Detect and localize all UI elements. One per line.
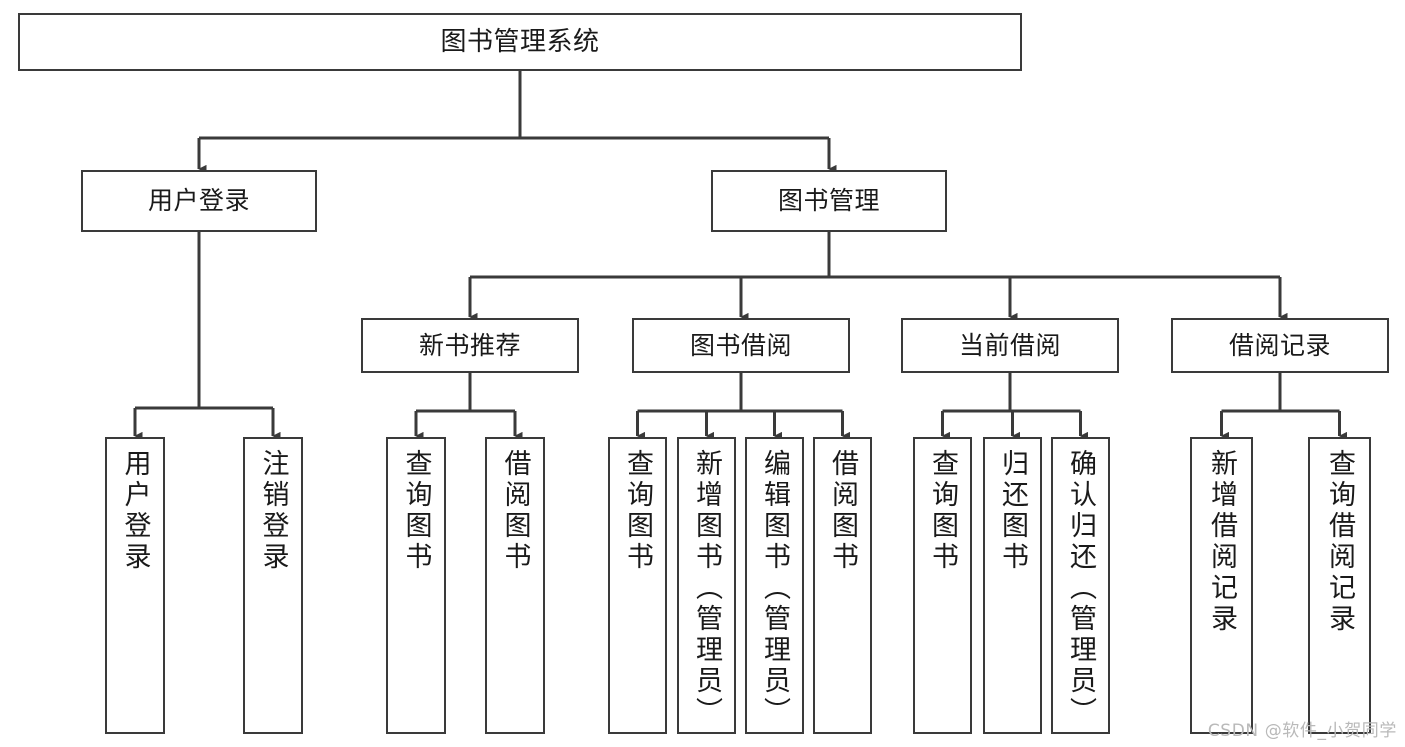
- node-label: 编辑图书（管理员）: [759, 449, 790, 728]
- node-label: 新增借阅记录: [1206, 449, 1237, 635]
- leaf-return-book[interactable]: 归还图书: [983, 437, 1042, 734]
- leaf-add-record[interactable]: 新增借阅记录: [1190, 437, 1253, 734]
- node-label: 查询图书: [400, 449, 432, 573]
- node-label: 查询图书: [927, 449, 958, 573]
- leaf-confirm-return[interactable]: 确认归还（管理员）: [1051, 437, 1110, 734]
- leaf-query-book-2[interactable]: 查询图书: [608, 437, 667, 734]
- node-new-book-rec[interactable]: 新书推荐: [361, 318, 579, 373]
- node-label: 图书借阅: [689, 330, 792, 360]
- leaf-user-logout[interactable]: 注销登录: [243, 437, 303, 734]
- node-label: 当前借阅: [958, 330, 1061, 360]
- leaf-borrow-book-2[interactable]: 借阅图书: [813, 437, 872, 734]
- node-label: 用户登录: [119, 449, 151, 573]
- leaf-borrow-book-1[interactable]: 借阅图书: [485, 437, 545, 734]
- node-book-manage[interactable]: 图书管理: [711, 170, 947, 232]
- node-root-system[interactable]: 图书管理系统: [18, 13, 1022, 71]
- node-label: 查询借阅记录: [1324, 449, 1355, 635]
- watermark-text: CSDN @软件_小贺同学: [1207, 721, 1397, 741]
- leaf-user-login[interactable]: 用户登录: [105, 437, 165, 734]
- node-label: 确认归还（管理员）: [1065, 449, 1096, 728]
- node-user-login[interactable]: 用户登录: [81, 170, 317, 232]
- leaf-query-book-1[interactable]: 查询图书: [386, 437, 446, 734]
- leaf-edit-book[interactable]: 编辑图书（管理员）: [745, 437, 804, 734]
- node-current-borrow[interactable]: 当前借阅: [901, 318, 1119, 373]
- node-label: 图书管理系统: [440, 26, 600, 57]
- node-label: 新书推荐: [418, 330, 521, 360]
- node-label: 新增图书（管理员）: [691, 449, 722, 728]
- node-label: 查询图书: [622, 449, 653, 573]
- leaf-query-book-3[interactable]: 查询图书: [913, 437, 972, 734]
- node-book-borrow[interactable]: 图书借阅: [632, 318, 850, 373]
- node-label: 借阅图书: [827, 449, 858, 573]
- node-label: 借阅记录: [1228, 330, 1331, 360]
- node-label: 借阅图书: [499, 449, 531, 573]
- node-label: 用户登录: [147, 186, 250, 216]
- node-label: 注销登录: [257, 449, 289, 573]
- leaf-add-book[interactable]: 新增图书（管理员）: [677, 437, 736, 734]
- node-borrow-record[interactable]: 借阅记录: [1171, 318, 1389, 373]
- node-label: 图书管理: [777, 186, 880, 216]
- node-label: 归还图书: [997, 449, 1028, 573]
- leaf-query-record[interactable]: 查询借阅记录: [1308, 437, 1371, 734]
